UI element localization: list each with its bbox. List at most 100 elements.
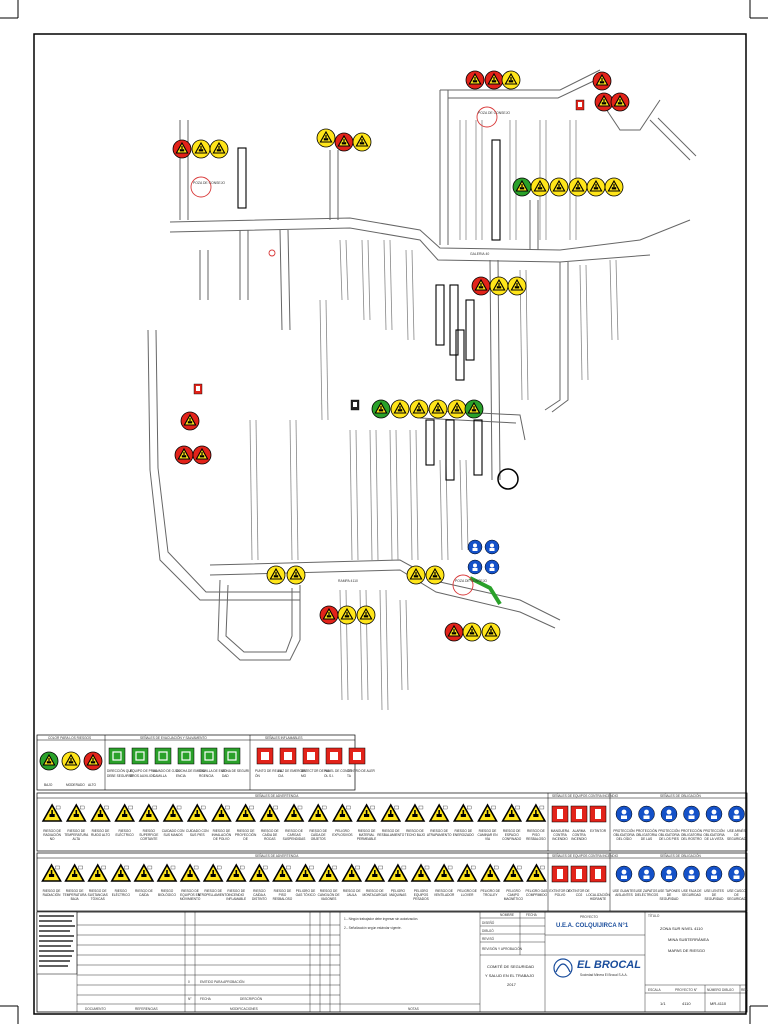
committee-year: 2017 [507,982,517,987]
fire-equipment-label: CO2 [576,893,583,897]
hazard-sign-icon [549,177,569,197]
obligation-sign-label: OBLIGATORIA [681,833,703,837]
warning-sign-label: RIESGO DE [89,889,107,893]
evac-sign-label: ZONA DE SEGURI [222,769,249,773]
fire-equipment-label: LOCALIZACIÓN [586,892,610,897]
obligation-sign-label: USE CASCO [727,889,746,893]
warning-sign-label: RIESGO [115,889,128,893]
warning-sign-label: PERMEABLE [357,837,377,841]
hazard-sign-icon [568,177,588,197]
rev-col-mod: MODIFICACIONES [230,1007,258,1011]
warning-sign-label: RESBALOSO [273,897,293,901]
warning-sign-label: PESADOS [413,897,428,901]
warning-sign-label: RIESGO DE [503,829,521,833]
warning-sign-icon [202,863,224,882]
title-line1: ZONA SUR NIVEL 4110 [660,926,703,931]
obligation-sign-icon [705,805,723,823]
warnings-title: SEÑALES DE ADVERTENCIA [255,793,299,798]
obligation-sign-label: DEL ROSTRO [681,837,702,841]
hazard-sign-icon [512,177,532,197]
warning-sign-label: INFLAMABLE [226,897,246,901]
hazard-sign-icon [83,751,103,771]
warning-sign-icon [502,863,524,882]
warning-sign-label: TECHO BAJO [405,833,426,837]
warning-sign-label: MAGNÉTICO [504,896,524,901]
obligation-sign-label: DE LA VISTA [705,837,725,841]
obligation-sign-icon [638,805,655,823]
evac-sign-label: EROS AUXILIOS [130,774,154,778]
warning-sign-icon [41,863,62,882]
hazard-sign-icon [180,411,200,431]
obligation-sign-label: PROTECCIÓN [703,828,725,833]
warning-sign-icon [307,803,329,822]
warning-sign-icon [87,863,109,882]
evac-sign-label: DUCHA DE EMERG [176,769,206,773]
obligation-sign-label: OBLIGATORIA [613,833,635,837]
scale-label: ESCALA [648,988,661,992]
warning-note-panel [36,911,78,975]
fire-equipment-label: ALARMA [572,829,586,833]
fire-equipment-label: MANGUERA [551,829,570,833]
warning-sign-label: RIESGO DE [274,889,292,893]
warning-sign-icon [272,863,293,882]
refuge-label: POZA DE CONSEJO [478,111,510,115]
warning-sign-label: DISTINTO [252,897,267,901]
warning-sign-icon [110,863,132,882]
evac-sign-label: RGENCIA [199,774,214,778]
hazard-sign-icon [409,399,429,419]
fire-sign-label: TA [347,774,352,778]
warning-sign-label: VAGONES [321,897,337,901]
fire-equipment-label: POLVO [555,893,566,897]
warning-sign-label: SUS PIES [190,833,205,837]
obligation-sign-label: USE LENTES [704,889,724,893]
rev-col-date: FECHA [200,997,212,1001]
obligation-sign-icon [615,805,633,823]
obligation-sign-label: DE LAS [641,837,652,841]
warning-sign-icon [41,803,63,822]
hazard-sign-icon [592,71,612,91]
warning-sign-label: RIESGO DE [366,889,384,893]
warnings-title: SEÑALES DE ADVERTENCIA [255,853,299,858]
warning-sign-label: PELIGRO [391,889,406,893]
hazard-sign-icon [356,605,376,625]
warning-sign-label: EXPLOSIVOS [332,833,352,837]
warning-sign-icon [162,803,184,822]
hazard-sign-icon [484,70,504,90]
fire-equipment-icon [193,383,203,395]
warning-sign-label: DE POLVO [213,837,230,841]
evac-sign-label: DIRECCIÓN QUE [107,768,133,773]
fire-equipment-icon [551,865,569,883]
hazard-sign-icon [371,399,391,419]
warning-sign-label: RIESGO DE [382,829,400,833]
warning-sign-label: ELÉCTRICO [116,832,135,837]
fire-sign-label: PANEL DE CONTR [324,769,352,773]
legend-color-label: MODERADO [66,783,85,787]
warning-sign-label: CAÍDA DE [262,833,277,837]
hazard-sign-icon [406,565,426,585]
fire-equipment-label: EXTINTOR [590,829,607,833]
evac-sign-label: CAMILLA DE EME [199,769,226,773]
warning-sign-label: RIESGO [143,829,156,833]
fire-equipment-label: INCENDIO [552,837,568,841]
legend-color-label: BAJO [44,783,53,787]
warning-sign-label: PELIGRO [335,829,350,833]
warning-sign-label: SUPERFICIE [139,833,158,837]
obligation-sign-icon [728,865,745,883]
evac-sign-label: DAD [222,774,229,778]
hazard-sign-icon [334,132,354,152]
obligation-title: SEÑALES DE OBLIGACIÓN [660,853,701,858]
brand-subtitle: Sociedad Minera El Brocal S.A.A. [580,973,628,977]
obligation-sign-label: DE LOS PIES [659,837,679,841]
warning-note-lines [39,915,75,967]
project-label: PROYECTO [580,915,598,919]
warning-sign-label: CUIDADO CON [186,829,209,833]
fire-equipment-label: HIDRANTE [590,897,606,901]
warning-sign-icon [259,803,281,822]
obligation-sign-icon [660,865,678,883]
warning-sign-icon [356,803,377,822]
sig-header-name: NOMBRE [500,913,514,917]
warning-sign-label: VENTILADOR [434,893,455,897]
warning-sign-icon [456,863,478,882]
hazard-sign-icon [447,399,467,419]
